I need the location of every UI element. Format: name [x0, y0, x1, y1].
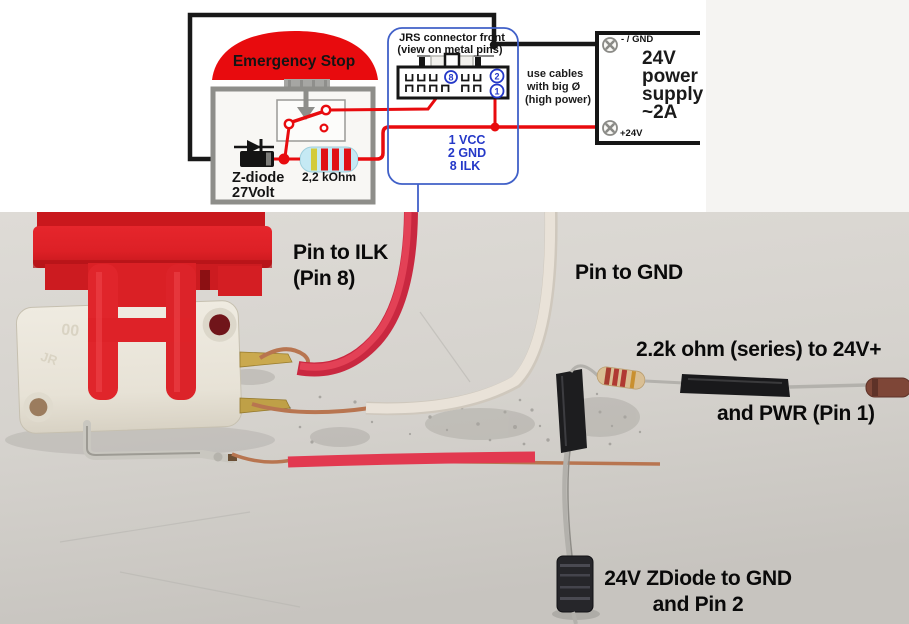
photo-artwork: 00 JR	[0, 212, 909, 624]
power-supply-box	[595, 31, 700, 145]
white-wire-gnd	[365, 212, 556, 414]
annotation-pin-ilk-line2: (Pin 8)	[293, 267, 356, 290]
connector-title-line2: (view on metal pins)	[397, 44, 502, 56]
switch-contact-open	[319, 123, 329, 133]
cable-note: use cables with big Ø (high power)	[525, 68, 591, 106]
silver-wire-right	[788, 383, 868, 389]
estop-label: Emergency Stop	[233, 53, 355, 70]
red-sleeve	[287, 451, 536, 468]
switch-lever	[291, 110, 323, 124]
zener-bottom-lead	[571, 611, 578, 624]
pin-sockets-top-row	[405, 74, 482, 82]
annotation-resistor: 2.2k ohm (series) to 24V+	[636, 338, 882, 361]
annotation-zdiode: 24V ZDiode to GND and Pin 2	[598, 566, 798, 618]
psu-label-line4: ~2A	[642, 102, 678, 123]
svg-text:1: 1	[494, 87, 499, 97]
legend-ilk: 8 ILK	[450, 159, 481, 173]
button-tab-right	[218, 266, 262, 296]
switch-lever-arm	[83, 420, 237, 463]
wiring-schematic: Emergency Stop	[0, 0, 909, 212]
plus24v-terminal-label: +24V	[620, 128, 643, 139]
resistor-label: 2,2 kOhm	[302, 170, 356, 184]
gnd-terminal-label: - / GND	[621, 34, 653, 45]
annotation-pwr: and PWR (Pin 1)	[717, 402, 875, 425]
zdiode-label-line2: 27Volt	[232, 185, 275, 201]
pin-2-marker: 2	[489, 68, 505, 84]
psu-label-line3: supply	[642, 84, 704, 105]
svg-text:JR: JR	[39, 349, 60, 369]
zener-diode-body	[240, 151, 274, 167]
legend-vcc: 1 VCC	[449, 133, 486, 147]
cable-note-line2: with big Ø	[526, 81, 581, 93]
annotation-pin-ilk: Pin to ILK (Pin 8)	[293, 240, 388, 292]
svg-text:8: 8	[448, 73, 453, 83]
wiring	[231, 212, 661, 468]
gnd-screw-terminal	[602, 37, 618, 53]
resistor-symbol	[299, 146, 359, 173]
wire-resistor-to-24v	[358, 125, 604, 161]
legend-gnd: 2 GND	[448, 146, 486, 160]
pin-sockets-bottom-row	[405, 84, 482, 92]
annotation-pin-gnd: Pin to GND	[575, 261, 683, 284]
diode-resistor-junction	[278, 153, 290, 165]
switch-pivot	[283, 118, 295, 130]
cable-note-line1: use cables	[527, 68, 583, 80]
emergency-stop-symbol: Emergency Stop	[212, 31, 378, 90]
svg-text:2: 2	[494, 72, 499, 82]
psu-label-line2: power	[642, 66, 699, 87]
ground-wire	[187, 12, 604, 162]
zener-diode-photo	[552, 555, 600, 624]
component-branch	[556, 364, 909, 557]
photo-region: 00 JR	[0, 212, 909, 624]
psu-label-line1: 24V	[642, 48, 676, 69]
solder-blob	[213, 452, 223, 462]
heatshrink-vertical	[556, 369, 587, 453]
resistor-photo	[596, 366, 646, 390]
ground-junction-dot	[489, 40, 499, 50]
zdiode-label-line1: Z-diode	[232, 170, 284, 186]
power-supply: - / GND +24V 24V power supply ~2A	[595, 31, 704, 145]
button-prongs	[88, 263, 196, 400]
connector-callout-box	[387, 27, 519, 185]
lever-tip	[228, 454, 237, 461]
pin-8-marker: 8	[444, 70, 458, 84]
plus24v-screw-terminal	[602, 120, 618, 136]
jrs-connector: JRS connector front (view on metal pins)	[387, 27, 519, 212]
switch-contact-common	[320, 104, 332, 116]
annotation-pin-ilk-line1: Pin to ILK	[293, 241, 388, 264]
copper-link-middle	[251, 402, 371, 415]
switch-embossing: 00	[60, 321, 80, 340]
button-rim	[37, 212, 265, 226]
estop-dome	[212, 31, 378, 80]
silver-wire-down	[562, 449, 572, 557]
annotation-zdiode-line1: 24V ZDiode to GND	[604, 567, 792, 590]
annotation-zdiode-line2: and Pin 2	[652, 593, 744, 616]
estop-plunger	[284, 79, 330, 90]
connector-title-line1: JRS connector front	[399, 32, 505, 44]
button-body	[33, 226, 272, 268]
connector-key	[443, 52, 461, 69]
pin1-junction-dot	[490, 122, 500, 132]
zener-diode-symbol	[234, 139, 274, 167]
surface-scratches	[59, 311, 471, 608]
pin-1-marker: 1	[489, 83, 505, 99]
cable-note-line3: (high power)	[525, 94, 591, 106]
schematic-right-margin	[706, 0, 909, 212]
switch-contacts	[283, 104, 332, 158]
switch-housing	[210, 86, 376, 205]
